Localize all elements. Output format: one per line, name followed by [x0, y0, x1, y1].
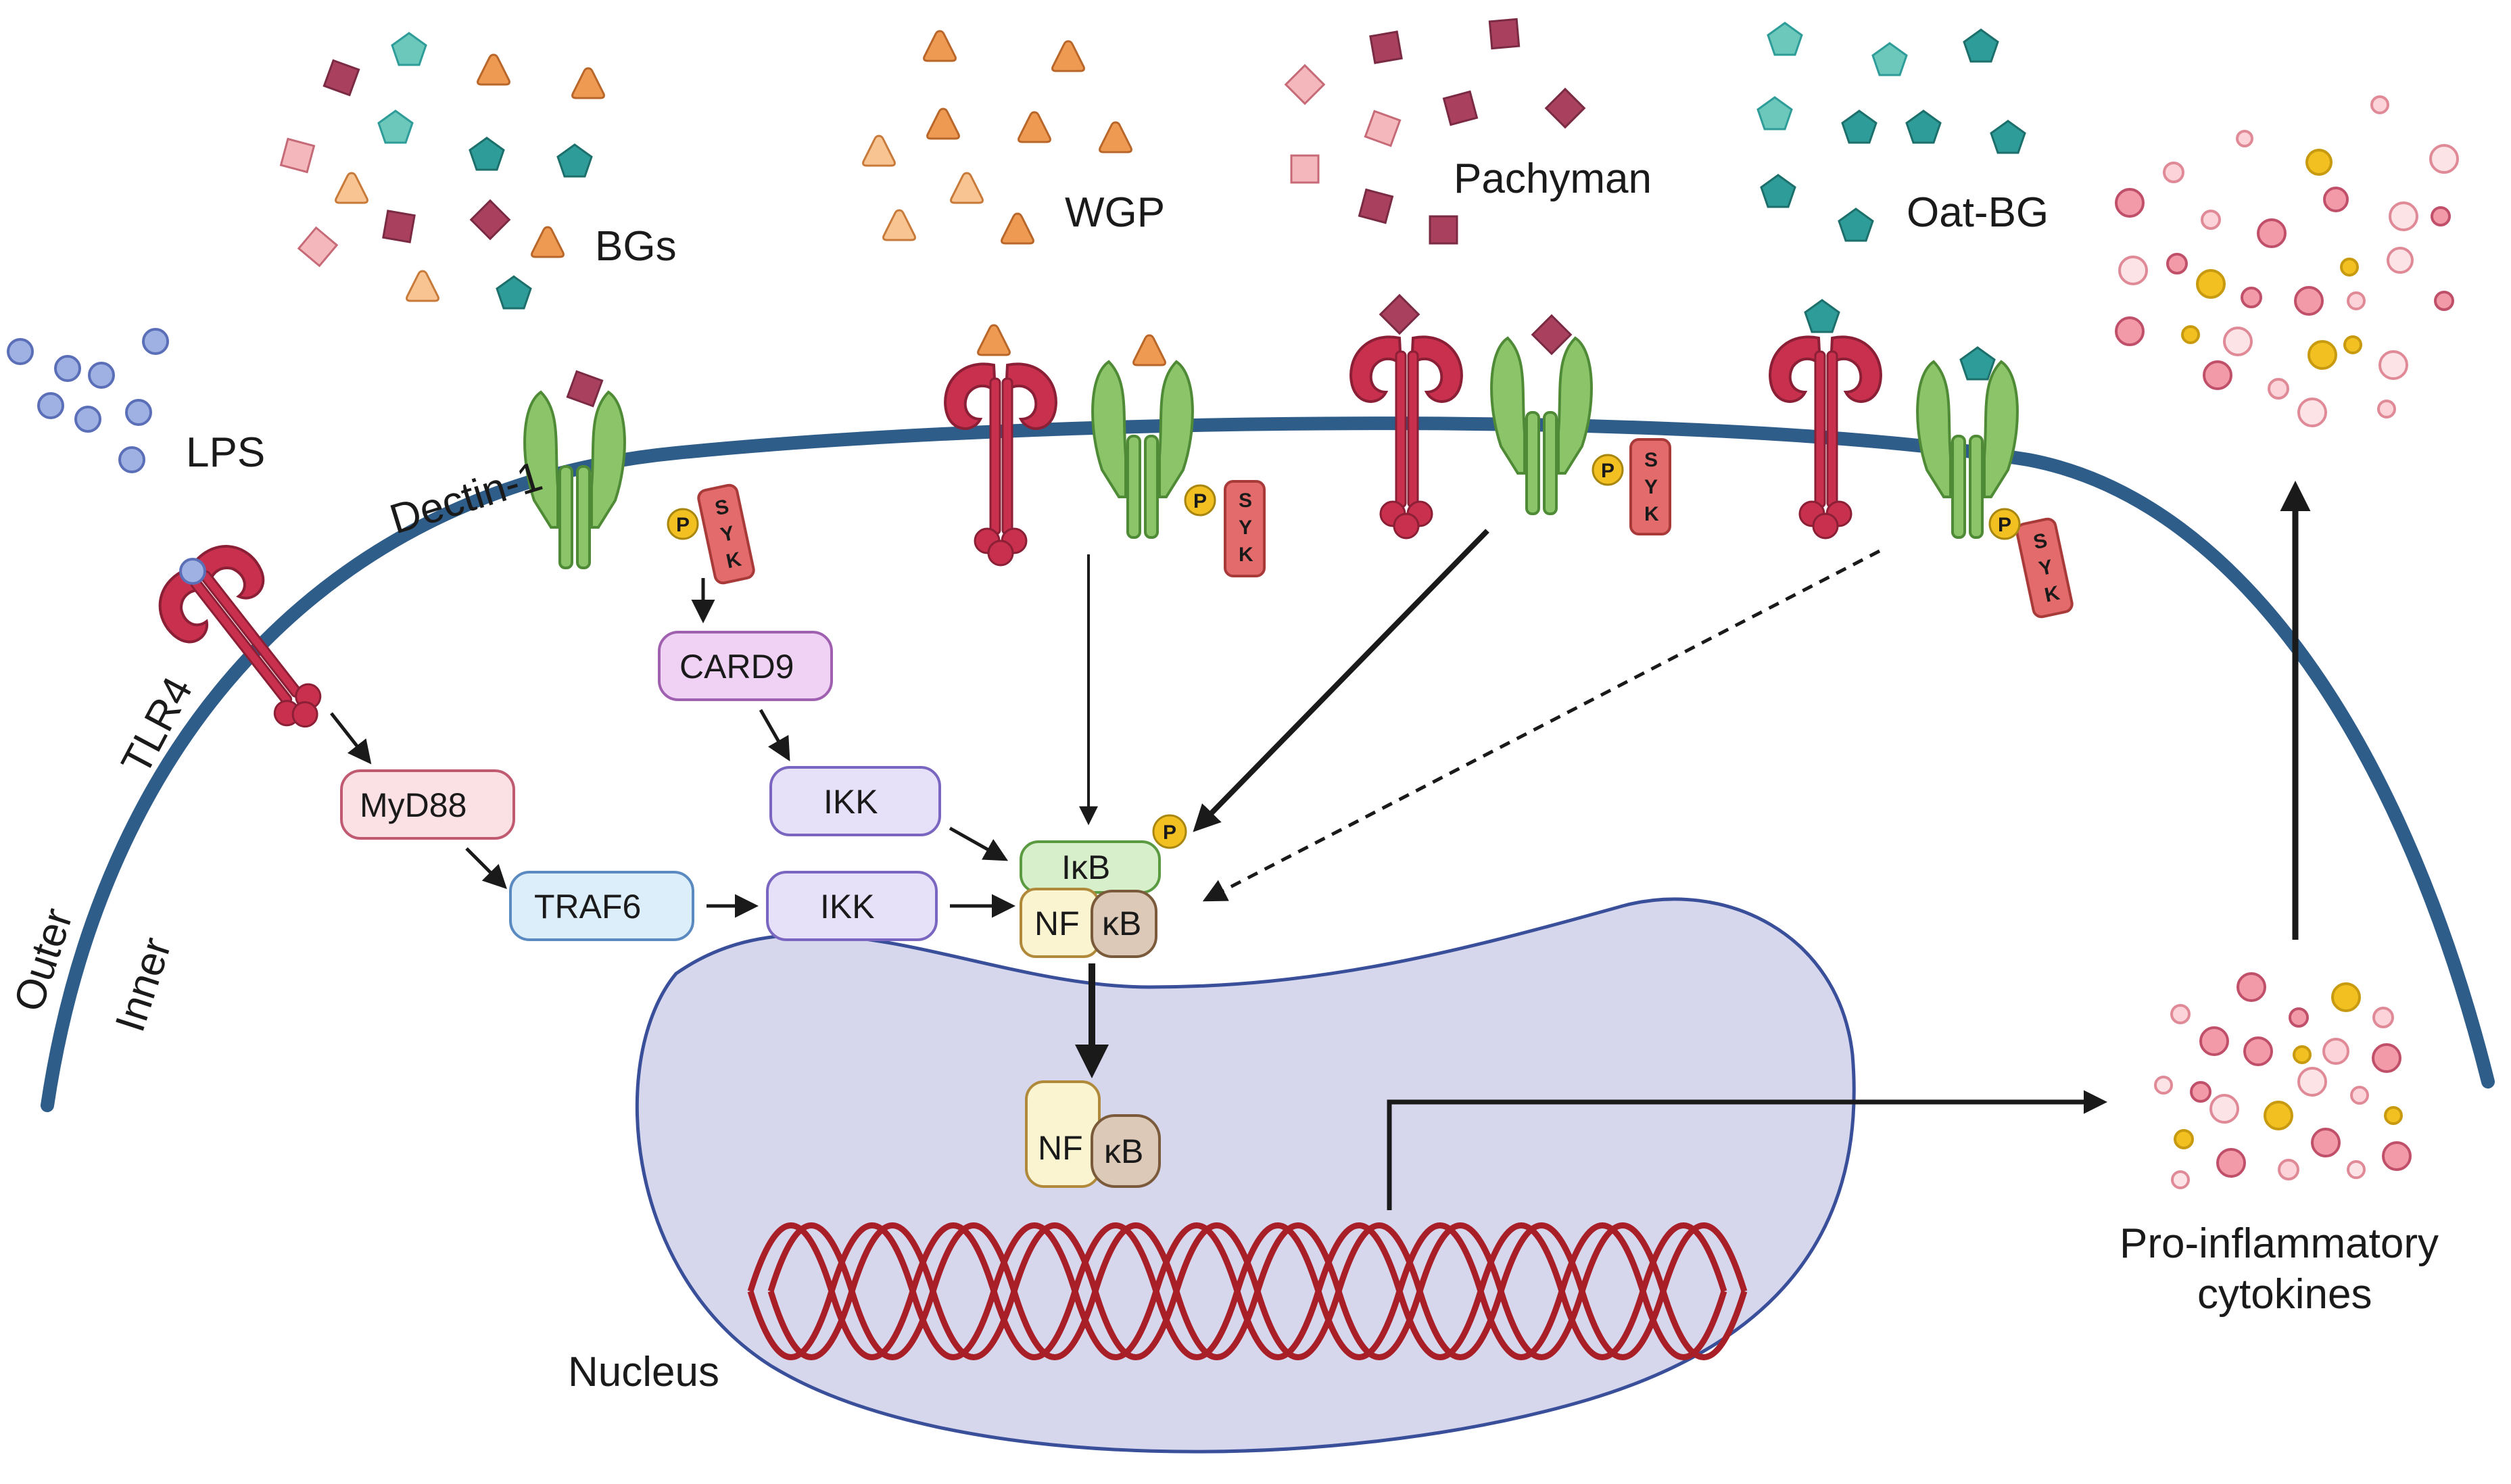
syk-kinase-4: S Y K P [1988, 508, 2074, 619]
nucleus-label: Nucleus [568, 1349, 719, 1395]
svg-text:NF: NF [1038, 1129, 1083, 1167]
ikb-nfkb-complex: IκB NF κB P [1020, 814, 1187, 958]
cytokines-label-line1: Pro-inflammatory [2120, 1220, 2439, 1267]
phosphate-group [667, 508, 699, 540]
svg-text:K: K [1644, 503, 1659, 525]
myd88-box: MyD88 [340, 769, 515, 840]
ikb-phosphate [1152, 814, 1187, 849]
cytokines-label-line2: cytokines [2197, 1271, 2372, 1318]
svg-text:IκB: IκB [1061, 848, 1110, 886]
dectin-1-label: Dectin-1 [385, 453, 548, 543]
phosphate-group [1592, 454, 1624, 486]
nuclear-nfkb: NF κB [1025, 1080, 1161, 1188]
svg-text:Y: Y [1239, 517, 1252, 539]
svg-text:P: P [1601, 460, 1615, 482]
lps-bound-molecule [179, 558, 206, 585]
inner-label: Inner [107, 932, 181, 1038]
lps-ligand-cluster [7, 328, 169, 473]
svg-text:S: S [1239, 489, 1252, 512]
dna-helix [747, 1222, 1748, 1360]
cytokines-released [2115, 95, 2459, 427]
svg-text:P: P [1998, 514, 2011, 536]
svg-text:κB: κB [1102, 905, 1141, 942]
svg-text:κB: κB [1104, 1132, 1143, 1170]
phosphate-group [1988, 508, 2021, 540]
pathway-arrows [330, 481, 2311, 1210]
phosphate-group [1184, 484, 1216, 517]
card9-box: CARD9 [658, 631, 833, 701]
traf6-box: TRAF6 [509, 871, 694, 941]
svg-text:TRAF6: TRAF6 [534, 888, 641, 926]
wgp-label: WGP [1065, 189, 1165, 236]
pachyman-ligand-cluster [1285, 18, 1585, 245]
lps-label: LPS [186, 429, 265, 476]
tlr-receptor-pachyman [1349, 335, 1463, 540]
pachyman-label: Pachyman [1454, 155, 1652, 202]
svg-text:NF: NF [1034, 905, 1080, 942]
svg-text:K: K [1239, 544, 1253, 566]
syk-kinase-3: S Y K P [1592, 438, 1671, 535]
svg-text:P: P [676, 514, 690, 536]
bgs-label: BGs [595, 223, 677, 270]
svg-text:MyD88: MyD88 [360, 786, 467, 824]
tlr-receptor-wgp [944, 362, 1057, 567]
ikk-box-traf6: IKK [766, 871, 938, 941]
svg-text:IKK: IKK [823, 783, 878, 821]
svg-text:S: S [1644, 449, 1658, 471]
svg-text:Y: Y [1644, 476, 1658, 498]
nucleus [635, 897, 1856, 1454]
bgs-ligand-cluster [280, 32, 605, 310]
oat-bg-label: Oat-BG [1907, 189, 2049, 236]
dectin-1-receptor-wgp [1093, 362, 1193, 537]
syk-kinase-1: S Y K P [667, 483, 755, 585]
svg-text:P: P [1193, 490, 1207, 512]
svg-text:P: P [1163, 821, 1176, 844]
syk-kinase-2: S Y K P [1184, 480, 1266, 577]
cytokines-cluster [2154, 972, 2412, 1189]
svg-text:IKK: IKK [820, 888, 875, 926]
ikk-box-card9: IKK [769, 766, 941, 836]
svg-text:CARD9: CARD9 [679, 648, 794, 686]
